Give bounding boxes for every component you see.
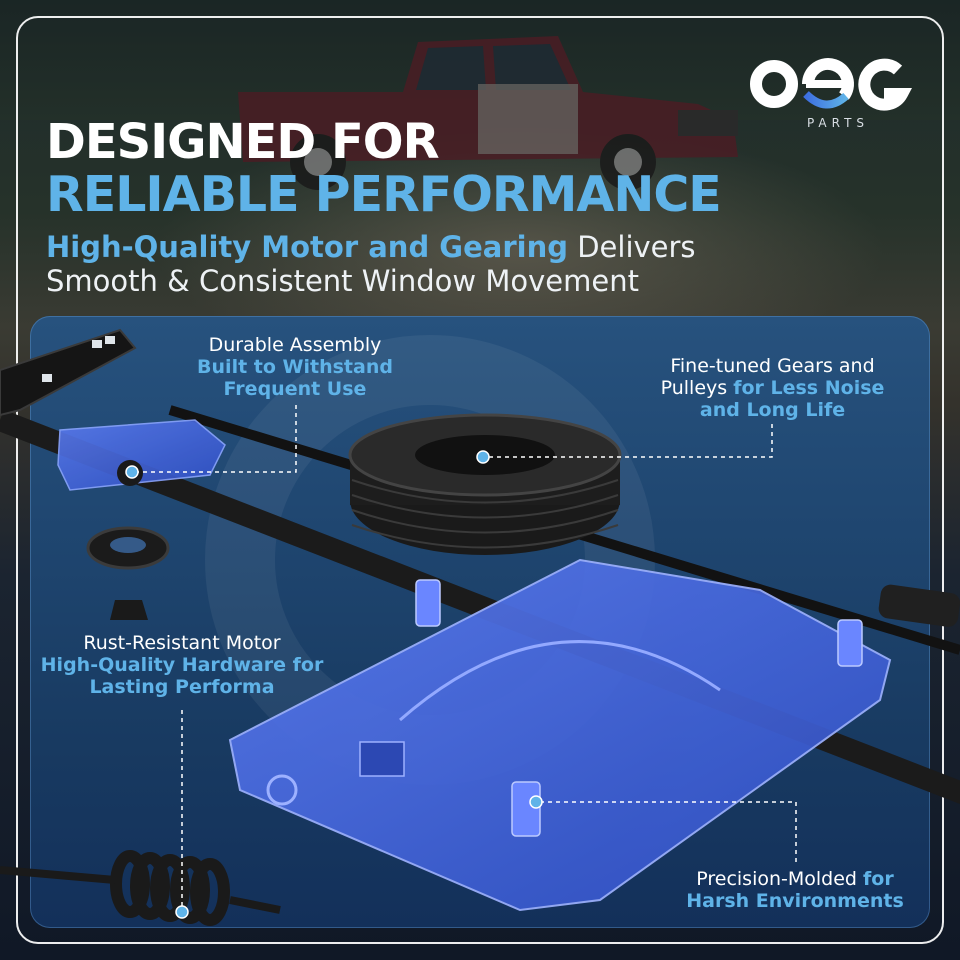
regulator-post-1	[415, 579, 441, 627]
callout-rust-resistant: Rust-Resistant Motor High-Quality Hardwa…	[22, 632, 342, 698]
rail-hole-1	[92, 340, 102, 348]
callout-precision-line-2: Harsh Environments	[686, 890, 904, 912]
pulley-hub	[415, 435, 555, 475]
subheadline-line-1: High-Quality Motor and Gearing Delivers	[46, 230, 696, 264]
callout-gears-accent: for Less Noise	[733, 377, 885, 399]
grommet-hole	[110, 537, 146, 553]
grommet-cap	[110, 600, 148, 620]
callout-rust-accent-2: Lasting Performa	[89, 676, 275, 698]
rail-hole-3	[42, 374, 52, 382]
callout-gears-plain: Pulleys	[660, 377, 734, 399]
callout-durable-accent-1: Built to Withstand	[197, 356, 393, 378]
regulator-arc	[399, 640, 721, 722]
callout-gears-line-2: Pulleys for Less Noise	[630, 377, 915, 399]
regulator-post-3	[511, 781, 541, 837]
subheadline-rest: Delivers	[568, 230, 696, 264]
durable-clip	[57, 419, 226, 491]
headline-line-2: RELIABLE PERFORMANCE	[46, 166, 722, 223]
callout-precision-molded: Precision-Molded for Harsh Environments	[660, 868, 930, 912]
callout-gears-line-1: Fine-tuned Gears and	[670, 355, 875, 377]
subheadline-line-2: Smooth & Consistent Window Movement	[46, 264, 639, 298]
callout-precision-line-1: Precision-Molded for	[660, 868, 930, 890]
callout-durable-assembly: Durable Assembly Built to Withstand Freq…	[170, 334, 420, 400]
regulator-body	[228, 558, 892, 912]
brand-logo: PARTS	[748, 50, 918, 140]
callout-durable-accent-2: Frequent Use	[223, 378, 367, 400]
subheadline-accent: High-Quality Motor and Gearing	[46, 230, 568, 264]
regulator-post-2	[837, 619, 863, 667]
regulator-ring	[266, 774, 298, 806]
clip-bolt	[117, 460, 143, 486]
headline-line-1: DESIGNED FOR	[46, 114, 440, 170]
callout-gears: Fine-tuned Gears and Pulleys for Less No…	[630, 355, 915, 421]
rail-hole-2	[105, 336, 115, 344]
image-frame	[16, 16, 944, 944]
motor-spring	[110, 850, 230, 926]
regulator-slot	[359, 741, 405, 777]
pulley-grooves	[351, 479, 619, 549]
logo-subtitle: PARTS	[806, 116, 870, 130]
callout-precision-accent: for	[863, 868, 894, 890]
callout-gears-line-3: and Long Life	[699, 399, 846, 421]
cable-sleeve	[878, 584, 960, 627]
callout-durable-title: Durable Assembly	[208, 334, 382, 356]
oeg-logo-icon	[750, 58, 913, 111]
truck-image	[238, 36, 738, 190]
callout-rust-accent-1: High-Quality Hardware for	[40, 654, 324, 676]
spring-cable	[0, 866, 281, 914]
callout-rust-title: Rust-Resistant Motor	[83, 632, 281, 654]
callout-precision-plain: Precision-Molded	[696, 868, 864, 890]
rail-bracket	[0, 328, 137, 417]
